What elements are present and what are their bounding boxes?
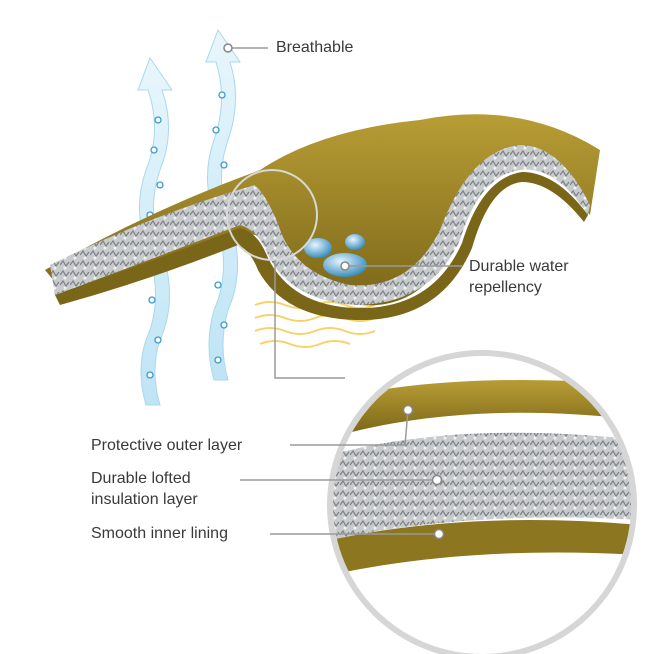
leader-lines bbox=[230, 47, 462, 535]
leader-dots bbox=[223, 43, 445, 540]
magnifier-small bbox=[226, 169, 345, 379]
label-breathable: Breathable bbox=[276, 39, 354, 56]
label-outer-layer: Protective outer layer bbox=[91, 437, 243, 454]
label-insulation-2: insulation layer bbox=[91, 491, 198, 508]
label-water-repellency-2: repellency bbox=[469, 279, 542, 296]
fabric-swatch bbox=[45, 114, 600, 321]
label-inner-lining: Smooth inner lining bbox=[91, 525, 228, 542]
magnifier-detail bbox=[327, 350, 637, 654]
label-insulation-1: Durable lofted bbox=[91, 470, 191, 487]
label-water-repellency-1: Durable water bbox=[469, 258, 569, 275]
